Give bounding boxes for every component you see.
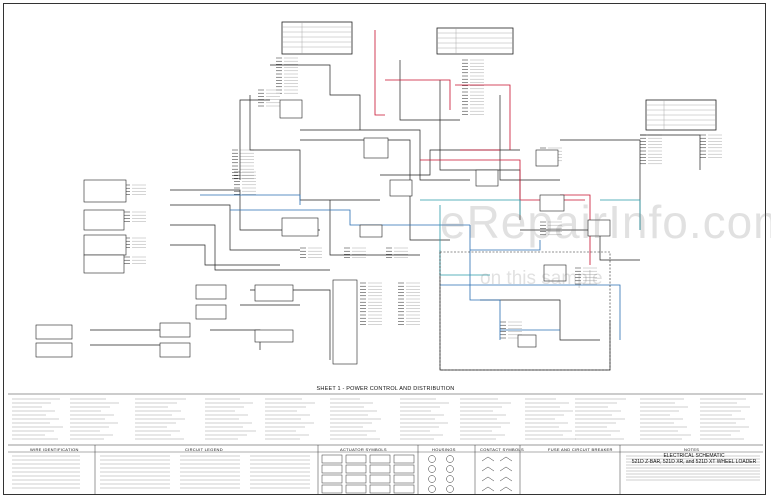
contact-symbol	[499, 476, 513, 482]
pin-stack	[124, 256, 146, 264]
contact-symbol	[481, 456, 495, 462]
symbol-cell	[393, 454, 415, 464]
pin-stack	[386, 247, 408, 258]
pin-stack	[640, 134, 662, 165]
pin-stack	[124, 184, 146, 195]
symbol-cell	[321, 474, 343, 484]
component-table-top-right	[436, 27, 514, 55]
symbol-cell	[321, 484, 343, 494]
contact-symbol	[481, 466, 495, 472]
pin-stack	[300, 247, 322, 258]
legend-heading-contact-symbols: CONTACT SYMBOLS	[480, 447, 524, 452]
connector-pin-stacks	[124, 57, 722, 339]
component-boxes	[35, 99, 611, 371]
legend-heading-wire-identification: WIRE IDENTIFICATION	[30, 447, 79, 452]
symbol-cell	[393, 474, 415, 484]
sheet-title: SHEET 1 - POWER CONTROL AND DISTRIBUTION	[316, 386, 455, 392]
pin-stack	[258, 89, 280, 107]
housing-symbol	[428, 485, 436, 493]
contact-symbol	[499, 466, 513, 472]
pin-stack	[462, 59, 484, 115]
legend-heading-actuator-symbols: ACTUATOR SYMBOLS	[340, 447, 387, 452]
pin-stack	[540, 221, 562, 236]
contact-symbol	[481, 486, 495, 492]
symbol-cell	[345, 464, 367, 474]
legend-heading-fuse-and-circuit-breaker: FUSE AND CIRCUIT BREAKER	[548, 447, 613, 452]
symbol-cell	[321, 464, 343, 474]
contact-symbol	[481, 476, 495, 482]
symbol-cell	[369, 454, 391, 464]
housing-symbol	[446, 475, 454, 483]
housing-symbol	[446, 485, 454, 493]
housing-symbol	[428, 465, 436, 473]
legend-heading-notes: NOTES	[684, 447, 700, 452]
watermark: eRepairInfo.com	[440, 196, 771, 248]
pin-stack	[234, 171, 256, 195]
symbol-cell	[321, 454, 343, 464]
watermark-subtext: on this sample	[480, 268, 603, 289]
symbol-cell	[345, 484, 367, 494]
symbol-cell	[369, 464, 391, 474]
title-block: ELECTRICAL SCHEMATIC 521D Z-BAR, 521D XR…	[624, 453, 764, 465]
contact-symbol	[499, 456, 513, 462]
component-table-right	[645, 99, 717, 131]
legend-heading-housings: HOUSINGS	[432, 447, 456, 452]
housing-symbol	[428, 475, 436, 483]
pin-stack	[124, 211, 146, 222]
title-block-line1: ELECTRICAL SCHEMATIC	[663, 453, 725, 459]
symbol-cell	[393, 464, 415, 474]
housing-symbol	[428, 455, 436, 463]
legend-area	[8, 393, 763, 495]
sheet-border	[3, 3, 766, 495]
contact-symbol	[499, 486, 513, 492]
pin-stack	[575, 267, 597, 285]
pin-stack	[398, 282, 420, 325]
pin-stack	[276, 57, 298, 94]
symbol-cell	[393, 484, 415, 494]
wires-blue	[200, 194, 621, 340]
symbol-cell	[345, 454, 367, 464]
pin-stack	[344, 247, 366, 258]
housing-symbol	[446, 465, 454, 473]
legend-heading-circuit-legend: CIRCUIT LEGEND	[185, 447, 223, 452]
pin-stack	[232, 149, 254, 180]
component-table-top	[281, 21, 353, 55]
symbol-cell	[345, 474, 367, 484]
pin-stack	[700, 134, 722, 158]
pin-stack	[124, 237, 146, 248]
symbol-cell	[369, 484, 391, 494]
symbol-cell	[369, 474, 391, 484]
pin-stack	[360, 282, 382, 325]
title-block-line2: 521D Z-BAR, 521D XR, and 521D XT WHEEL L…	[631, 459, 757, 465]
housing-symbol	[446, 455, 454, 463]
